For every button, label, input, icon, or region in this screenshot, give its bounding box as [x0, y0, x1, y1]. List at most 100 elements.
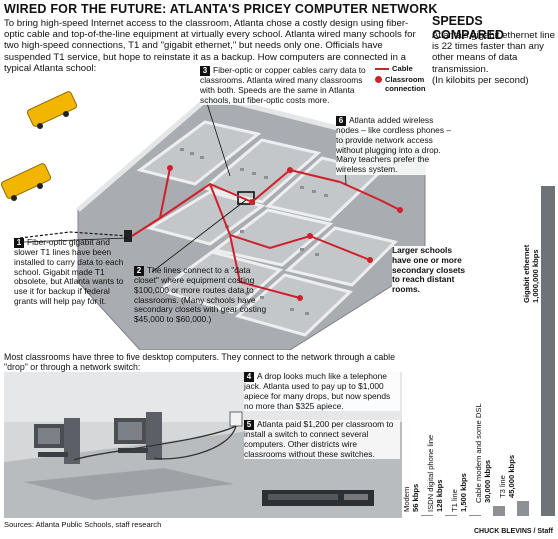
speed-bar: [517, 501, 529, 516]
classroom-connection-dot: [367, 257, 373, 263]
legend-connection: Classroom connection: [375, 75, 427, 93]
speed-bar-category: Modem: [402, 486, 411, 512]
classroom-5: [211, 208, 334, 267]
cable-route-north: [159, 167, 171, 219]
callout-3-number: 3: [200, 66, 210, 76]
classroom-connection-dot: [249, 199, 255, 205]
source-note: Sources: Atlanta Public Schools, staff r…: [4, 520, 162, 529]
callout-larger-schools: Larger schools have one or more secondar…: [392, 245, 466, 295]
data-closet: [124, 230, 132, 242]
drop-cable-2: [73, 425, 237, 461]
speed-bar-category: Gigabit ethernet: [522, 244, 531, 303]
desktop-computer-1: [34, 418, 80, 464]
drop-cable: [153, 425, 237, 460]
legend-cable-swatch: [375, 67, 389, 70]
speed-bar: [541, 186, 555, 516]
cable-drop-jack: [229, 411, 243, 427]
cable-route-south: [229, 234, 301, 299]
speed-bar-value: 45,000 kbps: [507, 454, 516, 498]
secondary-closet: [237, 191, 255, 205]
network-switch: [262, 490, 374, 506]
speed-bar-value: 1,500 kbps: [459, 473, 468, 512]
speed-bar: [493, 506, 505, 516]
classroom-computers-illustration: [4, 372, 402, 518]
legend-connection-swatch: [375, 76, 382, 83]
callout-2-text: The lines connect to a "data closet" whe…: [134, 265, 267, 325]
classroom-6: [284, 226, 398, 287]
speeds-title: SPEEDS COMPARED: [432, 14, 504, 42]
classroom-7: [156, 250, 284, 314]
page-title: WIRED FOR THE FUTURE: ATLANTA'S PRICEY C…: [4, 2, 438, 16]
speeds-subtitle: Atlanta's gigabit ethernet line is 22 ti…: [432, 30, 556, 86]
callout-6-number: 6: [336, 116, 346, 126]
desk-cluster: [300, 248, 304, 251]
school-floorplan-illustration: [0, 91, 426, 350]
classroom-connection-dot: [397, 207, 403, 213]
speeds-unit-note: (In kilobits per second): [432, 74, 529, 86]
school-bus-1: [26, 91, 78, 129]
desk-cluster: [200, 156, 204, 159]
callout-5-number: 5: [244, 420, 254, 430]
classroom-connection-dot: [287, 167, 293, 173]
legend-cable-label: Cable: [392, 64, 413, 73]
intro-text: To bring high-speed Internet access to t…: [4, 18, 416, 74]
speed-bar: [469, 515, 481, 516]
desk: [24, 468, 234, 500]
speed-bar-value: 128 kbps: [435, 479, 444, 512]
cable-route-mid: [209, 183, 371, 261]
speed-bar-value: 30,000 kbps: [483, 459, 492, 503]
speed-bar-value: 1,000,000 kbps: [531, 249, 540, 303]
speed-bar-category: T3 line: [498, 475, 507, 498]
classroom-connection-dot: [167, 165, 173, 171]
callout-4-number: 4: [244, 372, 254, 382]
desk-cluster: [324, 194, 328, 197]
desk-cluster: [300, 186, 304, 189]
speed-bar-category: ISDN digital phone line: [426, 434, 435, 512]
desk-cluster: [252, 172, 256, 175]
desk-cluster: [240, 230, 244, 233]
speed-bar: [421, 515, 433, 516]
classroom-connection-dot: [307, 233, 313, 239]
speed-bar-category: Cable modem and some DSL: [474, 403, 483, 503]
desk-cluster: [305, 312, 309, 315]
speed-bar-value: 56 kbps: [411, 483, 420, 512]
classroom-connection-dot: [297, 295, 303, 301]
desk-cluster: [290, 308, 294, 311]
incoming-fiber-line: [19, 231, 129, 239]
bottom-intro: Most classrooms have three to five deskt…: [4, 352, 396, 373]
desk-cluster: [245, 292, 249, 295]
callout-5-text: Atlanta paid $1,200 per classroom to ins…: [244, 419, 394, 459]
speeds-subtitle-text: Atlanta's gigabit ethernet line is 22 ti…: [432, 30, 555, 75]
desktop-computer-2: [114, 412, 162, 460]
credit: CHUCK BLEVINS / Staff: [474, 528, 553, 535]
desk-cluster: [264, 176, 268, 179]
desk-cluster: [180, 148, 184, 151]
callout-1-number: 1: [14, 238, 24, 248]
callout-3-text: Fiber-optic or copper cables carry data …: [200, 65, 366, 105]
cable-route-main: [131, 168, 341, 237]
callout-4-text: A drop looks much like a telephone jack.…: [244, 371, 391, 411]
classroom-8: [234, 273, 353, 337]
desk-cluster: [312, 190, 316, 193]
desk-cluster: [315, 253, 319, 256]
leader-line-3: [205, 99, 231, 177]
desk-cluster: [190, 152, 194, 155]
callout-1-text: Fiber-optic gigabit and slower T1 lines …: [14, 237, 124, 306]
school-bus-2: [0, 163, 52, 201]
leader-line-2: [151, 199, 247, 273]
desk-cluster: [240, 168, 244, 171]
speed-bar: [445, 515, 457, 516]
callout-6-text: Atlanta added wireless nodes – like cord…: [336, 115, 451, 175]
